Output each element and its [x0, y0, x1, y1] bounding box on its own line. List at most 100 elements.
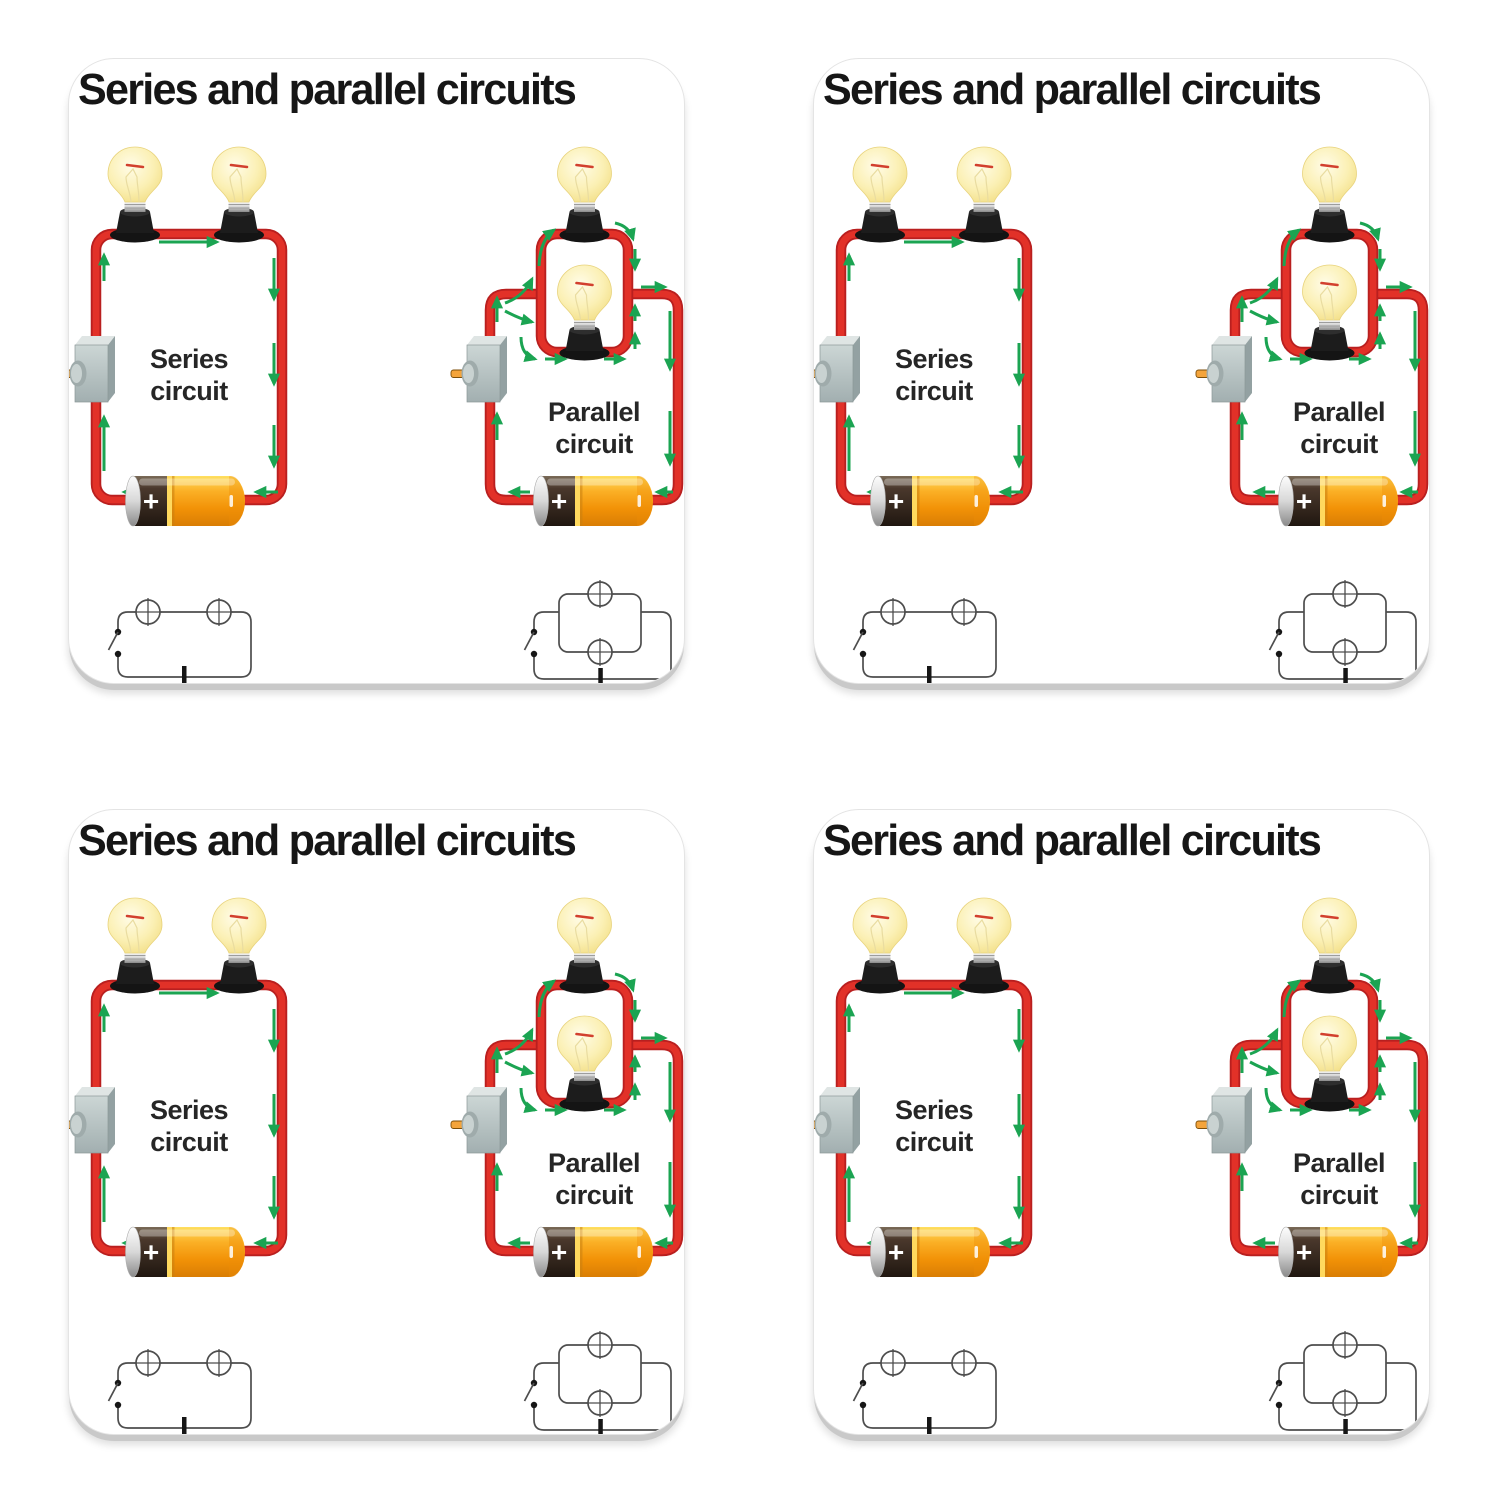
light-bulb-icon — [556, 1014, 613, 1113]
current-arrow — [614, 221, 636, 242]
switch-icon — [450, 1086, 508, 1154]
coaster-tile: Series and parallel circuits — [68, 58, 685, 684]
series-schematic — [852, 598, 997, 683]
light-bulb-icon — [210, 896, 268, 995]
tile-title: Series and parallel circuits — [823, 65, 1322, 114]
parallel-schematic — [523, 1331, 672, 1434]
switch-icon — [1195, 1086, 1253, 1154]
battery-icon — [533, 475, 654, 527]
battery-symbol-icon — [927, 666, 932, 683]
current-arrow — [537, 228, 557, 267]
parallel-circuit-label-line1: Parallel — [1293, 1148, 1385, 1178]
battery-icon — [533, 1226, 654, 1278]
switch-contact-dot — [859, 1401, 867, 1409]
tile-title: Series and parallel circuits — [78, 816, 577, 865]
circuits-diagram: Series circuit — [69, 896, 684, 1434]
battery-symbol-icon — [1343, 1419, 1348, 1434]
parallel-circuit-label-line2: circuit — [1300, 1180, 1378, 1210]
switch-blade — [852, 1382, 864, 1402]
circuits-diagram: Series circuit — [814, 896, 1429, 1434]
switch-blade — [852, 631, 864, 651]
series-circuit-label-line1: Series — [150, 344, 228, 374]
switch-icon — [814, 1086, 861, 1154]
schematic-wire — [117, 1362, 252, 1429]
battery-symbol-icon — [598, 1419, 603, 1434]
parallel-current-arrows — [490, 221, 677, 499]
series-circuit: Series circuit — [69, 896, 288, 1278]
schematic-wire — [533, 1362, 672, 1431]
schematic-wire — [862, 611, 997, 678]
current-arrow — [1249, 1027, 1279, 1056]
battery-symbol-icon — [598, 668, 603, 683]
light-bulb-icon — [955, 896, 1013, 995]
current-arrow — [1282, 228, 1302, 267]
current-arrow — [504, 276, 534, 305]
schematic-wire — [1278, 611, 1417, 680]
battery-icon — [125, 1226, 246, 1278]
switch-contact-dot — [1275, 1401, 1283, 1409]
light-bulb-icon — [556, 896, 613, 995]
light-bulb-icon — [106, 145, 164, 244]
current-arrow — [1249, 276, 1279, 305]
current-arrow — [1264, 336, 1283, 362]
light-bulb-icon — [1301, 145, 1358, 244]
parallel-current-arrows — [1235, 972, 1422, 1250]
light-bulb-icon — [210, 145, 268, 244]
battery-icon — [125, 475, 246, 527]
series-circuit-label-line2: circuit — [150, 1127, 228, 1157]
switch-blade — [523, 1382, 535, 1402]
parallel-schematic — [523, 580, 672, 683]
coaster-tile: Series and parallel circuits — [813, 58, 1430, 684]
series-circuit: Series circuit — [814, 145, 1033, 527]
current-arrow — [1249, 1060, 1280, 1077]
switch-contact-dot — [114, 1401, 122, 1409]
light-bulb-icon — [556, 145, 613, 244]
switch-icon — [450, 335, 508, 403]
parallel-circuit: Parallel circuit — [1195, 896, 1429, 1278]
parallel-circuit-label-line2: circuit — [555, 429, 633, 459]
schematic-wire — [862, 1362, 997, 1429]
parallel-schematic — [1268, 1331, 1417, 1434]
battery-icon — [1278, 1226, 1399, 1278]
switch-blade — [1268, 1382, 1280, 1402]
parallel-circuit: Parallel circuit — [450, 145, 684, 527]
parallel-circuit-label-line1: Parallel — [1293, 397, 1385, 427]
light-bulb-icon — [851, 896, 909, 995]
series-circuit-label-line1: Series — [150, 1095, 228, 1125]
parallel-circuit-label-line2: circuit — [1300, 429, 1378, 459]
current-arrow — [519, 336, 538, 362]
light-bulb-icon — [851, 145, 909, 244]
light-bulb-icon — [1301, 1014, 1358, 1113]
parallel-schematic — [1268, 580, 1417, 683]
current-arrow — [614, 972, 636, 993]
switch-contact-dot — [1275, 650, 1283, 658]
battery-symbol-icon — [182, 666, 187, 683]
schematic-wire — [1278, 1362, 1417, 1431]
battery-icon — [1278, 475, 1399, 527]
series-current-arrows — [97, 986, 281, 1250]
series-schematic — [852, 1349, 997, 1434]
current-arrow — [1264, 1087, 1283, 1113]
current-arrow — [537, 979, 557, 1018]
schematic-wire — [117, 611, 252, 678]
light-bulb-icon — [106, 896, 164, 995]
tile-title: Series and parallel circuits — [78, 65, 577, 114]
switch-contact-dot — [114, 650, 122, 658]
current-arrow — [504, 309, 535, 326]
series-circuit-label-line2: circuit — [150, 376, 228, 406]
circuits-diagram: Series circuit — [69, 145, 684, 683]
current-arrow — [1249, 309, 1280, 326]
schematic-wire — [533, 611, 672, 680]
current-arrow — [1282, 979, 1302, 1018]
current-arrow — [519, 1087, 538, 1113]
switch-icon — [814, 335, 861, 403]
light-bulb-icon — [1301, 263, 1358, 362]
current-arrow — [1359, 221, 1381, 242]
light-bulb-icon — [556, 263, 613, 362]
switch-blade — [1268, 631, 1280, 651]
parallel-current-arrows — [1235, 221, 1422, 499]
current-arrow — [504, 1060, 535, 1077]
coaster-grid: Series and parallel circuits — [68, 58, 1430, 1435]
battery-symbol-icon — [182, 1417, 187, 1434]
series-circuit-label-line2: circuit — [895, 1127, 973, 1157]
